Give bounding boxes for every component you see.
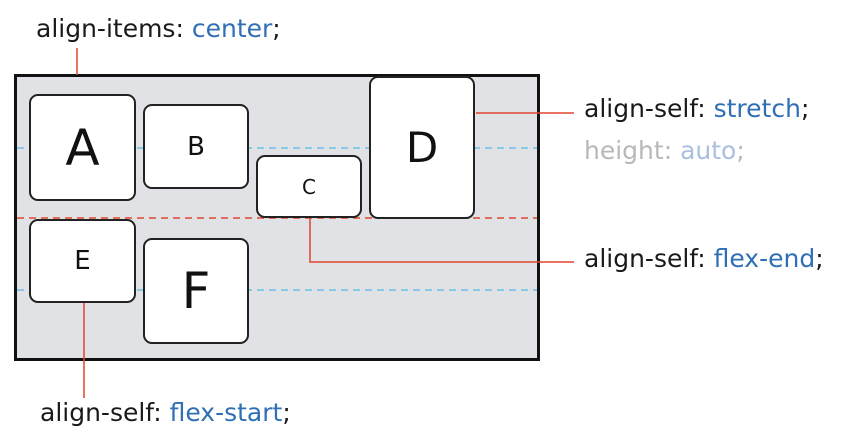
caption-flex-start-value: flex-start — [169, 398, 283, 427]
caption-align-self-flex-start: align-self: flex-start; — [40, 400, 291, 425]
caption-flex-end-prop: align-self: — [584, 244, 706, 273]
flex-item-c-label: C — [302, 174, 316, 199]
flex-item-a-label: A — [65, 118, 100, 177]
caption-height-prop: height: — [584, 136, 673, 165]
caption-align-self-stretch: align-self: stretch; — [584, 96, 809, 121]
caption-height-value: auto — [680, 136, 737, 165]
caption-flex-start-end: ; — [282, 398, 291, 427]
caption-height-auto: height: auto; — [584, 138, 745, 163]
flex-item-e-label: E — [74, 246, 91, 276]
flex-item-b-label: B — [187, 131, 205, 162]
flex-item-e: E — [29, 219, 136, 303]
caption-align-items-end: ; — [272, 14, 281, 43]
flex-item-d-label: D — [405, 123, 439, 172]
caption-height-end: ; — [736, 136, 745, 165]
caption-stretch-prop: align-self: — [584, 94, 706, 123]
flex-item-b: B — [143, 104, 249, 189]
caption-stretch-value: stretch — [713, 94, 801, 123]
caption-flex-end-value: flex-end — [713, 244, 816, 273]
caption-align-self-flex-end: align-self: flex-end; — [584, 246, 824, 271]
caption-stretch-end: ; — [800, 94, 810, 123]
caption-align-items-prop: align-items: — [36, 14, 184, 43]
caption-align-items-value: center — [191, 14, 273, 43]
caption-flex-start-prop: align-self: — [40, 398, 162, 427]
flex-item-d: D — [369, 76, 475, 219]
flex-item-a: A — [29, 94, 136, 201]
flex-item-f-label: F — [181, 262, 211, 320]
caption-flex-end-end: ; — [815, 244, 824, 273]
flex-item-c: C — [256, 155, 362, 218]
flex-item-f: F — [143, 238, 249, 344]
caption-align-items: align-items: center; — [36, 16, 281, 41]
